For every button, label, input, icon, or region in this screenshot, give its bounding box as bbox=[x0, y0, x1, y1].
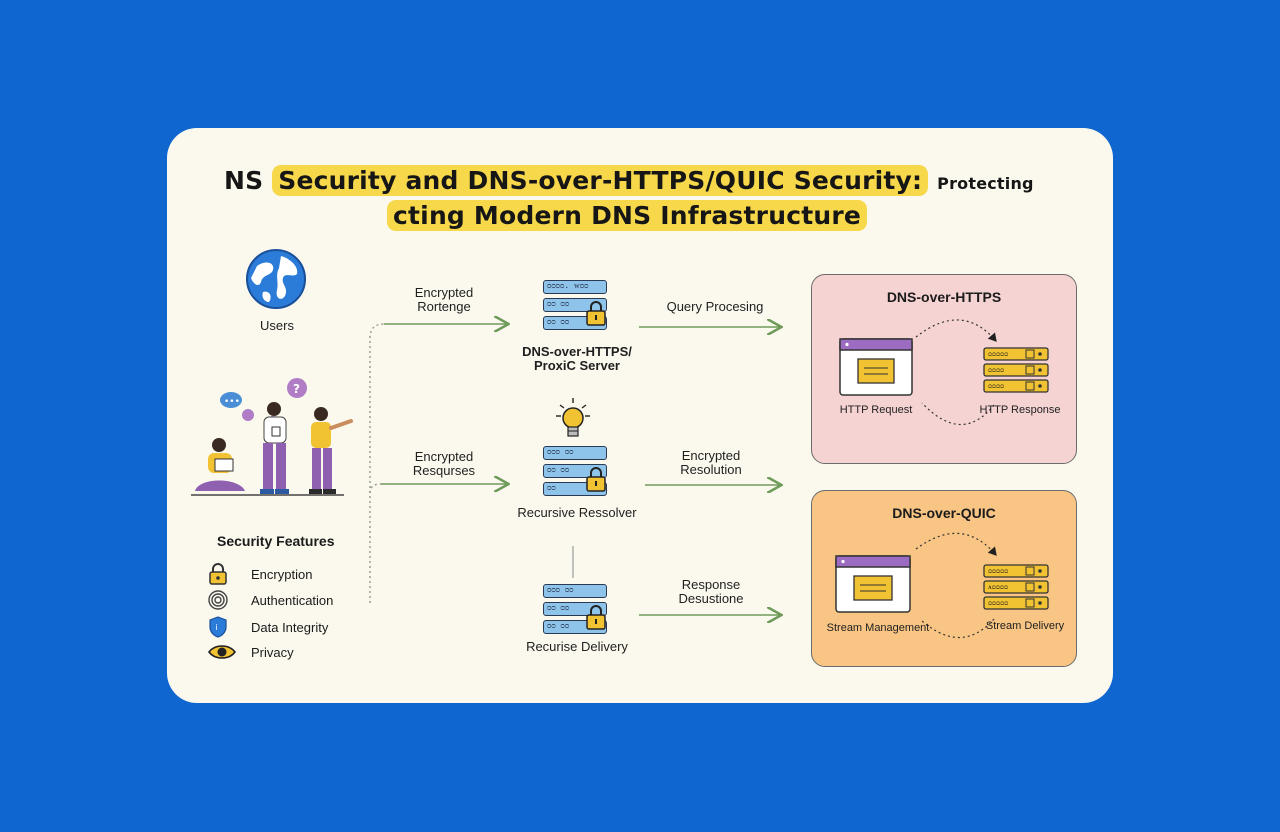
stream-delivery-label: Stream Delivery bbox=[985, 620, 1065, 632]
feature-authentication: Authentication bbox=[207, 588, 333, 612]
feature-data-integrity: i Data Integrity bbox=[207, 615, 328, 639]
fingerprint-icon bbox=[208, 590, 228, 610]
feature-privacy: Privacy bbox=[207, 642, 294, 662]
arrow1-label: Encrypted Rortenge bbox=[414, 285, 474, 314]
panel-title: DNS-over-HTTPS bbox=[886, 289, 1002, 305]
panel-row-text: ᴑᴑᴑᴑᴑ bbox=[988, 349, 1009, 358]
panel-row-text: ᴑᴑᴑᴑᴑ bbox=[988, 598, 1009, 607]
padlock-icon bbox=[586, 467, 606, 492]
feature-label: Encryption bbox=[251, 566, 313, 582]
panel-dns-over-https: DNS-over-HTTPS ᴑᴑᴑᴑᴑ ᴑᴑᴑᴑ bbox=[811, 274, 1077, 464]
padlock-icon bbox=[586, 301, 606, 326]
panel-row-text: ᴀᴑᴑᴑᴑ bbox=[988, 582, 1009, 591]
title-line-1: NS Security and DNS-over-HTTPS/QUIC Secu… bbox=[224, 165, 1034, 196]
http-response-label: HTTP Response bbox=[979, 404, 1061, 416]
features-title: Security Features bbox=[217, 533, 335, 549]
out1-label: Query Procesing bbox=[666, 299, 764, 314]
users-illustration: ••• ? ? bbox=[191, 378, 353, 496]
padlock-icon bbox=[209, 563, 227, 585]
server-row bbox=[543, 446, 607, 460]
users-label: Users bbox=[260, 318, 294, 333]
http-request-label: HTTP Request bbox=[839, 404, 913, 416]
out3-label: Response Desustione bbox=[678, 577, 744, 606]
shield-icon: i bbox=[209, 616, 227, 638]
server3-label: Recurise Delivery bbox=[526, 639, 628, 654]
feature-label: Authentication bbox=[251, 592, 334, 608]
server-row-text: ᴑᴑᴑᴑ. ᴡᴑᴑ bbox=[547, 281, 589, 290]
stream-management-label: Stream Management bbox=[826, 622, 930, 634]
padlock-icon bbox=[586, 605, 606, 630]
title-highlight-1: Security and DNS-over-HTTPS/QUIC Securit… bbox=[272, 165, 929, 196]
title-line-2: cting Modern DNS Infrastructure bbox=[387, 200, 868, 231]
flow-connectors bbox=[369, 128, 1113, 703]
title-prefix: NS bbox=[224, 166, 264, 195]
server-row-text: ᴑᴑᴑ ᴑᴑ bbox=[547, 585, 574, 594]
eye-icon bbox=[207, 645, 237, 659]
out2-label: Encrypted Resolution bbox=[680, 448, 742, 477]
feature-label: Privacy bbox=[251, 644, 294, 660]
panel-diagram bbox=[835, 532, 1049, 639]
title-suffix: Protecting bbox=[937, 174, 1034, 193]
server2-label: Recursive Ressolver bbox=[517, 505, 637, 520]
server-row-text: ᴑᴑ ᴑᴑ bbox=[547, 299, 570, 308]
panel-dns-over-quic: DNS-over-QUIC ᴑᴑᴑᴑᴑ ᴀᴑᴑᴑᴑ bbox=[811, 490, 1077, 667]
svg-text:•••: ••• bbox=[224, 397, 240, 407]
server1-label: DNS-over-HTTPS/ ProxiC Server bbox=[522, 344, 632, 373]
server-row-text: ᴑᴑ ᴑᴑ bbox=[547, 621, 570, 630]
panel-title: DNS-over-QUIC bbox=[892, 505, 996, 521]
server-row-text: ᴑᴑ bbox=[547, 483, 556, 492]
feature-encryption: Encryption bbox=[207, 562, 312, 586]
diagram-card: NS Security and DNS-over-HTTPS/QUIC Secu… bbox=[167, 128, 1113, 703]
server-row bbox=[543, 280, 607, 294]
panel-row-text: ᴑᴑᴑᴑ bbox=[988, 365, 1005, 374]
title-highlight-2: cting Modern DNS Infrastructure bbox=[387, 200, 868, 231]
server-row-text: ᴑᴑ ᴑᴑ bbox=[547, 465, 570, 474]
panel-row-text: ᴑᴑᴑᴑ bbox=[988, 381, 1005, 390]
server-1: ᴑᴑᴑᴑ. ᴡᴑᴑ ᴑᴑ ᴑᴑ ᴑᴑ ᴑᴑ bbox=[543, 280, 613, 334]
server-row-text: ᴑᴑ ᴑᴑ bbox=[547, 603, 570, 612]
svg-text:?: ? bbox=[293, 382, 300, 396]
server-row bbox=[543, 584, 607, 598]
svg-text:i: i bbox=[216, 623, 218, 632]
server-2: ᴑᴑᴑ ᴑᴑ ᴑᴑ ᴑᴑ ᴑᴑ bbox=[543, 446, 613, 500]
server-row-text: ᴑᴑ ᴑᴑ bbox=[547, 317, 570, 326]
panel-row-text: ᴑᴑᴑᴑᴑ bbox=[988, 566, 1009, 575]
panel-diagram bbox=[839, 319, 1049, 426]
globe-icon bbox=[246, 249, 306, 309]
server-3: ᴑᴑᴑ ᴑᴑ ᴑᴑ ᴑᴑ ᴑᴑ ᴑᴑ bbox=[543, 584, 613, 638]
lightbulb-icon bbox=[556, 398, 590, 437]
arrow2-label: Encrypted Resqurses bbox=[412, 449, 476, 478]
server-row-text: ᴑᴑᴑ ᴑᴑ bbox=[547, 447, 574, 456]
feature-label: Data Integrity bbox=[251, 619, 329, 635]
